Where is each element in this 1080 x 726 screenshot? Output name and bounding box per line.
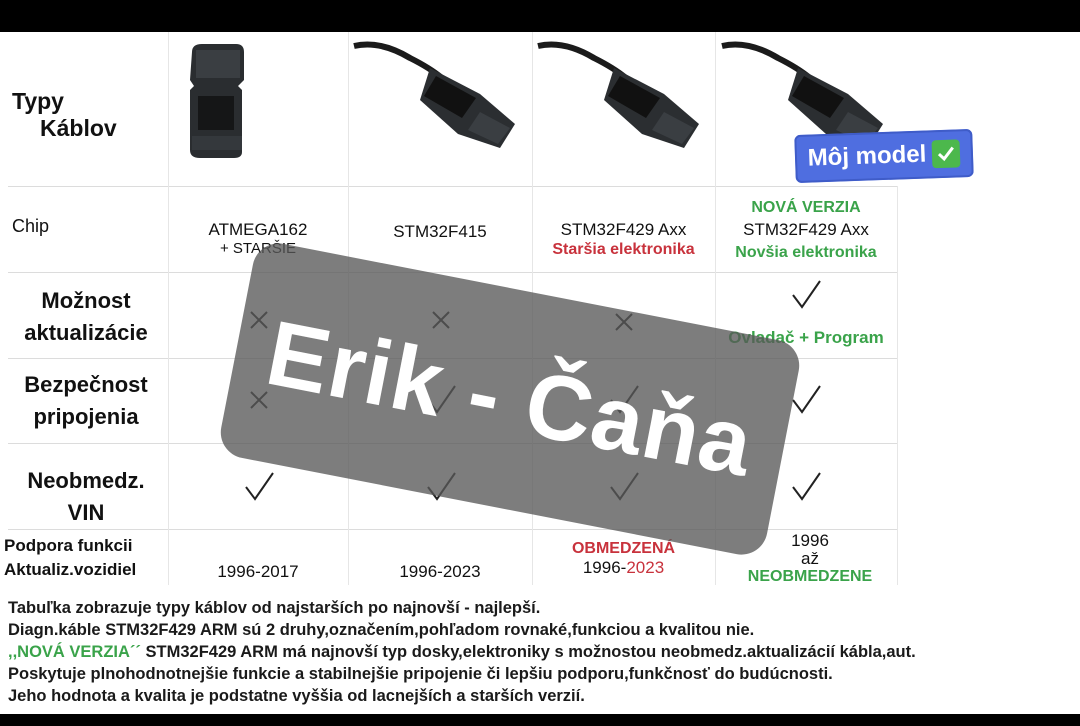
row-label-chip: Chip — [12, 216, 50, 236]
support-cell-1: 1996-2017 — [217, 562, 299, 581]
footer-line: Diagn.káble STM32F429 ARM sú 2 druhy,ozn… — [8, 621, 755, 639]
support-cell-3: OBMEDZENÁ 1996-2023 — [571, 540, 676, 578]
obd-cable-image-2 — [534, 38, 709, 158]
chip-cell-4: NOVÁ VERZIA STM32F429 Axx Novšia elektro… — [735, 199, 877, 261]
row-label-support: Podpora funkcii Aktualiz.vozidiel — [4, 536, 137, 579]
row-label-vin: Neobmedz. VIN — [27, 468, 145, 525]
check-mark-icon — [931, 139, 961, 169]
check-icon — [789, 470, 823, 504]
obd-cable-image-3 — [718, 38, 893, 158]
support-cell-4: 1996 až NEOBMEDZENE — [747, 531, 873, 586]
chip-cell-3: STM32F429 Axx Staršia elektronika — [552, 220, 695, 259]
check-icon — [789, 383, 823, 417]
comparison-sheet: Typy Káblov — [0, 32, 1080, 714]
row-label-safety: Bezpečnost pripojenia — [24, 372, 148, 429]
obd-cable-image-1 — [350, 38, 525, 158]
row-label-update: Možnost aktualizácie — [24, 288, 148, 345]
my-model-badge: Môj model — [794, 128, 974, 184]
bottom-black-bar — [0, 714, 1080, 726]
footer-notes: Tabuľka zobrazuje typy káblov od najstar… — [8, 597, 1078, 707]
support-cell-2: 1996-2023 — [399, 562, 481, 581]
footer-line: Poskytuje plnohodnotnejšie funkcie a sta… — [8, 665, 833, 683]
footer-line: Tabuľka zobrazuje typy káblov od najstar… — [8, 599, 541, 617]
footer-line: Jeho hodnota a kvalita je podstatne vyšš… — [8, 687, 585, 705]
obd-dongle-image — [178, 40, 258, 160]
footer-line: ,,NOVÁ VERZIA´´ STM32F429 ARM má najnovš… — [8, 643, 916, 661]
table-title: Typy Káblov — [12, 88, 117, 142]
chip-cell-2: STM32F415 — [393, 222, 487, 241]
check-icon — [242, 470, 276, 504]
check-icon — [789, 278, 823, 312]
